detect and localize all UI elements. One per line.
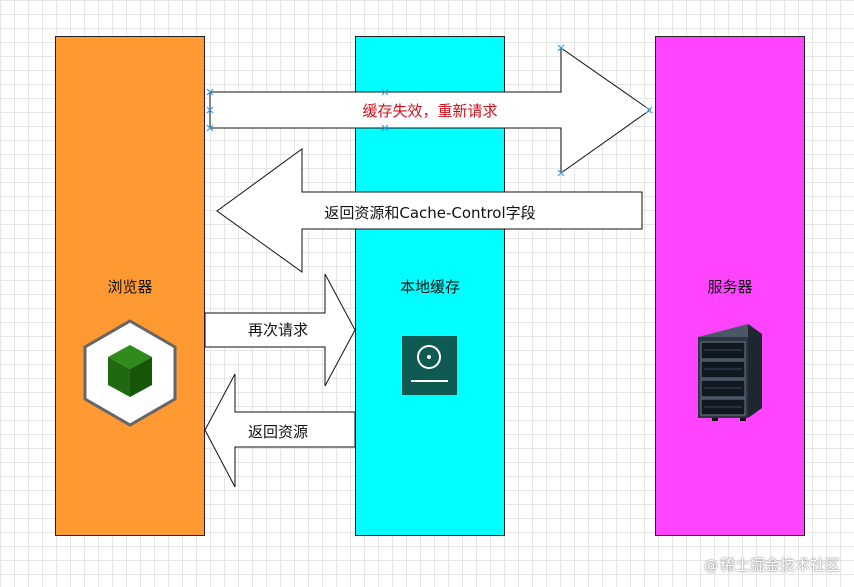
selection-handles: [206, 44, 653, 177]
local-cache-label: 本地缓存: [399, 278, 460, 296]
watermark: @稀土掘金技术社区: [704, 554, 840, 575]
server-column: [655, 36, 805, 536]
invalidate-arrow-label: 缓存失效，重新请求: [362, 102, 498, 120]
request-again-label: 再次请求: [247, 321, 308, 339]
disk-icon: [402, 336, 457, 395]
server-rack-icon: [698, 324, 762, 421]
invalidate-arrow: [209, 47, 651, 174]
browser-column: [55, 36, 205, 536]
request-again-arrow: [204, 273, 356, 387]
cube-icon: [83, 319, 177, 427]
return-resource-arrow: [204, 373, 356, 488]
at-icon: @: [703, 558, 718, 574]
return-cache-control-arrow: [216, 148, 643, 273]
server-label: 服务器: [707, 278, 753, 296]
watermark-text: 稀土掘金技术社区: [719, 556, 840, 574]
return-resource-label: 返回资源: [247, 423, 308, 441]
browser-label: 浏览器: [107, 278, 153, 296]
return-cache-control-label: 返回资源和Cache-Control字段: [324, 204, 536, 222]
